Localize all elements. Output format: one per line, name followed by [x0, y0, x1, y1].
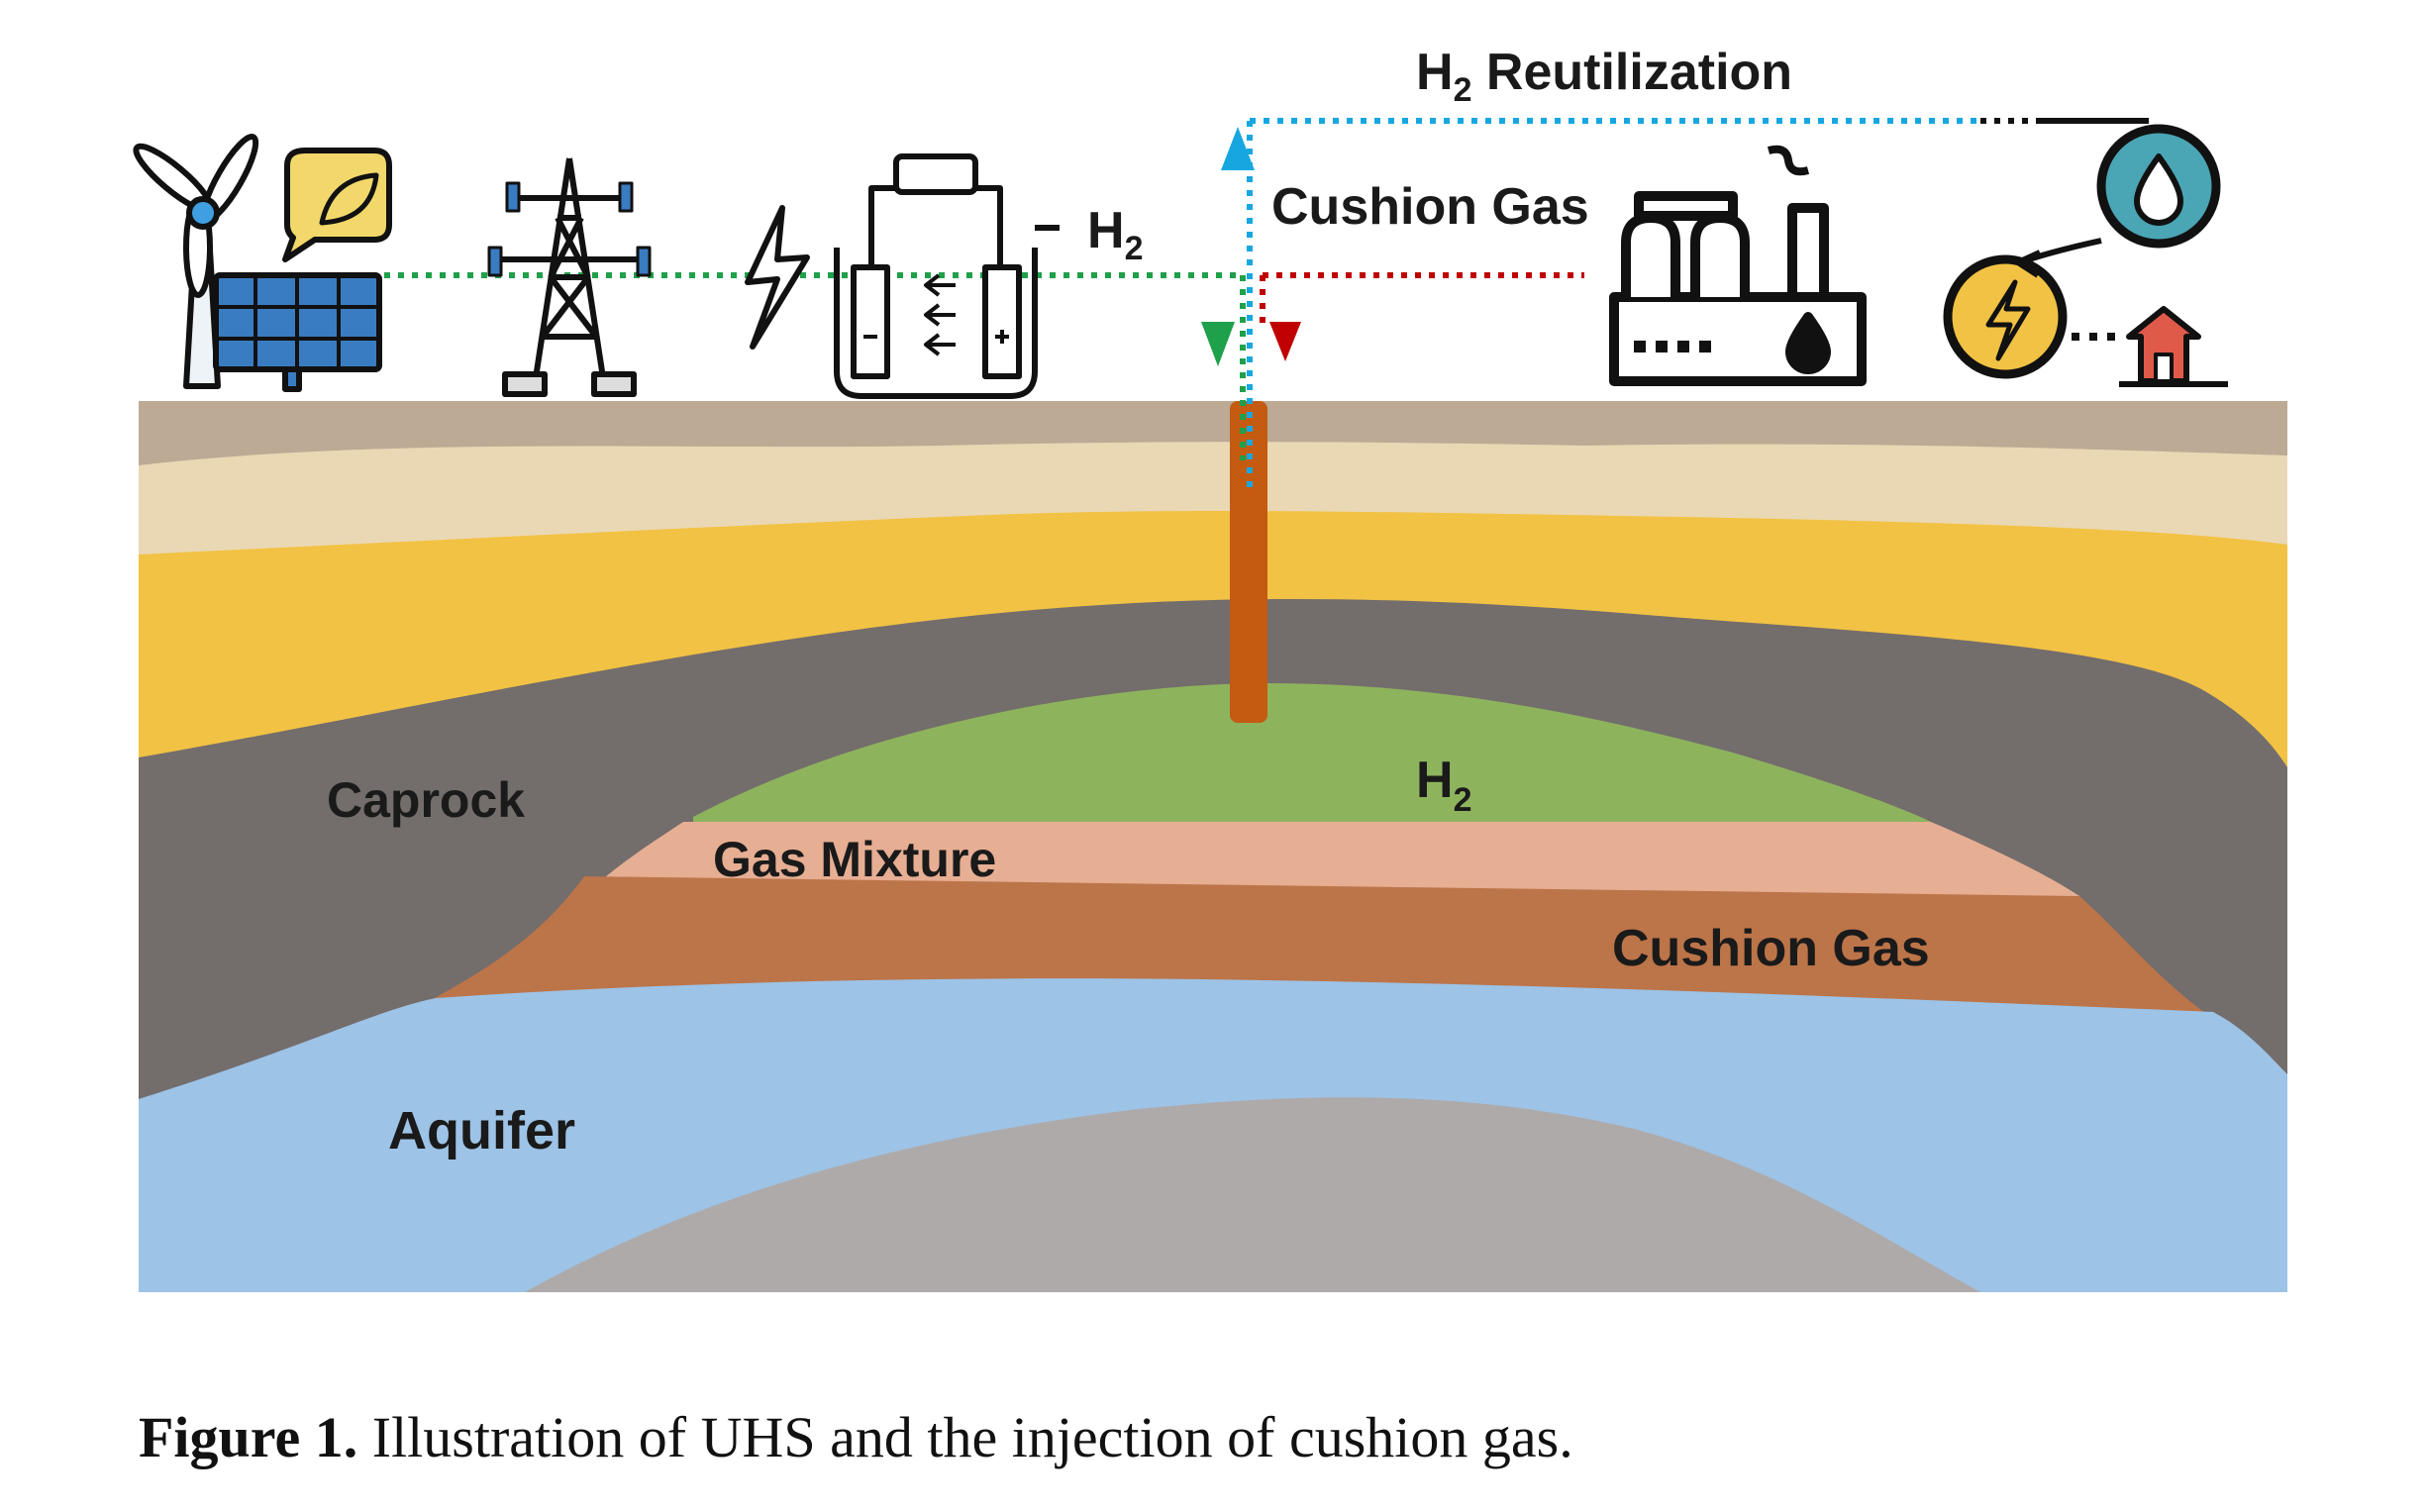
gas-mixture-label: Gas Mixture [713, 832, 996, 887]
electrode-negative [851, 264, 890, 379]
cushion-gas-top-label: Cushion Gas [1271, 178, 1589, 236]
red-arrow-down [1269, 322, 1301, 361]
insulator-2 [618, 181, 634, 213]
plus-sign [995, 330, 1009, 344]
geology-cross-section [139, 401, 2287, 1292]
leaf-icon [319, 172, 379, 226]
lightning-bolt-icon [745, 205, 810, 350]
insulator-3 [487, 246, 503, 277]
h2-zone-label: H2 [1416, 752, 1471, 819]
factory-tank-right [1690, 213, 1750, 297]
blue-arrow-up [1221, 127, 1255, 170]
chimney-smoke [1767, 145, 1810, 176]
house-door [2154, 353, 2174, 383]
house-icon [2126, 306, 2201, 384]
power-supply-box [893, 153, 978, 195]
flow-lines [356, 118, 2040, 495]
gas-mixture-layer [584, 822, 2079, 896]
tower-frame [532, 157, 607, 385]
tower-base-left [502, 371, 548, 397]
figure-caption: Figure 1. Illustration of UHS and the in… [139, 1404, 1573, 1470]
h2-reutilization-label: H2 Reutilization [1416, 44, 1792, 109]
turbine-hub [186, 196, 220, 230]
ion-arrows [924, 273, 956, 356]
solar-panel-grid [216, 275, 379, 369]
caprock-label: Caprock [327, 772, 525, 828]
figure-number: Figure 1. [139, 1405, 358, 1469]
insulator-4 [636, 246, 652, 277]
cycle-arrow-head [2015, 250, 2042, 278]
factory-top-frame [1634, 191, 1738, 221]
factory-chimney [1787, 203, 1829, 302]
figure-caption-text: Illustration of UHS and the injection of… [357, 1405, 1573, 1469]
energy-reuse-icon [1943, 118, 2228, 387]
basement-rock-layer [525, 1097, 1980, 1292]
h2-supply-label: H2 [1087, 202, 1143, 267]
well-casing [1230, 401, 1267, 723]
electrolyzer-icon [745, 153, 1060, 399]
solar-panel-stand [282, 366, 302, 392]
h2-zone-layer [693, 683, 1931, 822]
electrode-positive [982, 264, 1022, 379]
green-arrow-down [1201, 322, 1235, 366]
tower-base-right [591, 371, 637, 397]
aquifer-label: Aquifer [388, 1101, 575, 1160]
water-drop-icon [2134, 153, 2183, 226]
wind-solar-icon [133, 134, 392, 392]
insulator-1 [505, 181, 521, 213]
tower-arms [495, 195, 644, 262]
factory-icon [1609, 145, 1867, 386]
cushion-gas-layer-label: Cushion Gas [1612, 920, 1930, 977]
electrolyzer-tank [834, 248, 1038, 399]
transmission-tower-icon [487, 157, 652, 397]
oil-drop-icon [1785, 312, 1831, 374]
lightning-icon [1985, 279, 2031, 361]
electrolyzer-wires [868, 185, 1003, 267]
factory-tank-left [1621, 213, 1680, 297]
